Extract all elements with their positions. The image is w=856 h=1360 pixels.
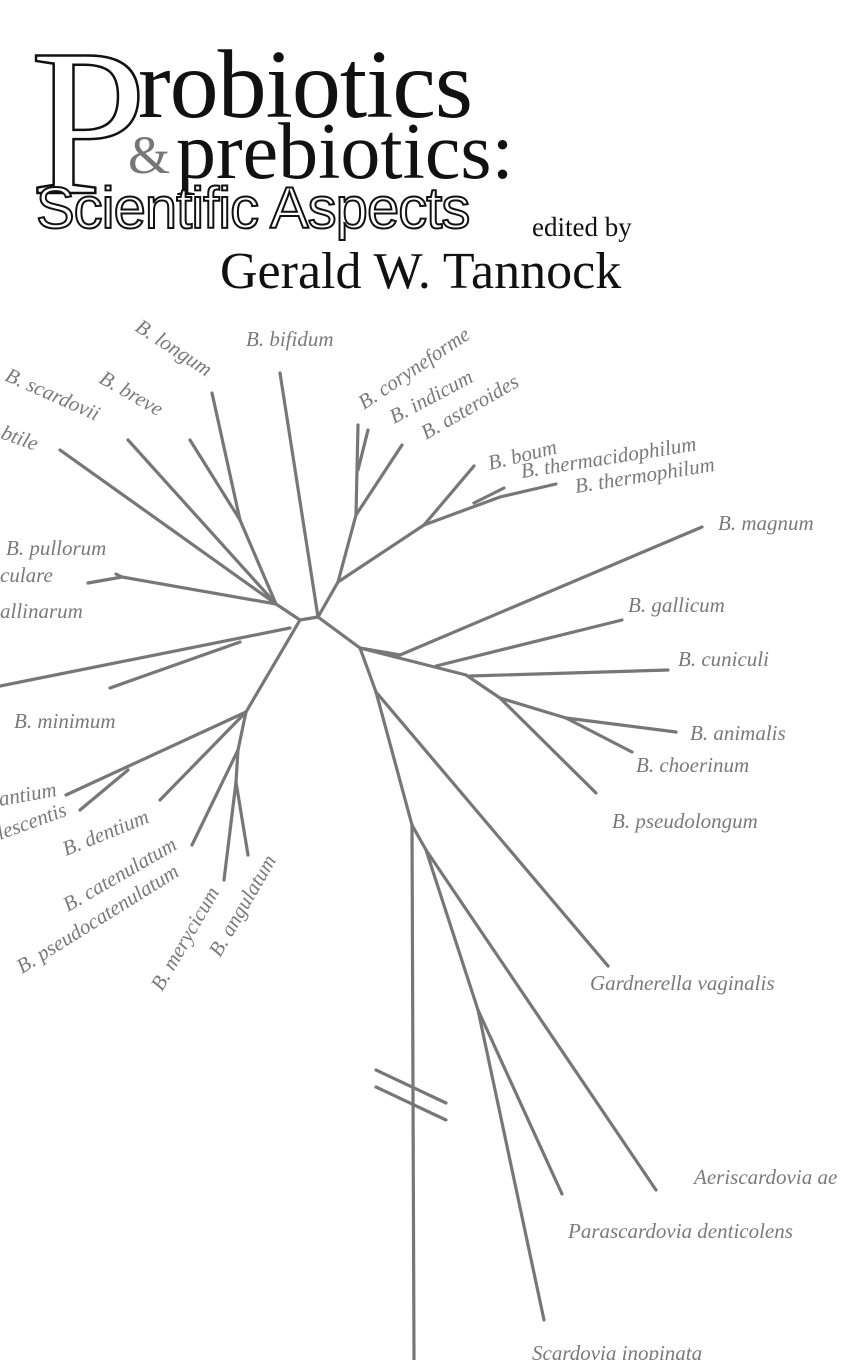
branch bbox=[0, 626, 292, 688]
tree-branches bbox=[0, 371, 704, 1360]
tree-label: btile bbox=[0, 420, 42, 455]
branch bbox=[114, 572, 124, 579]
editor-name: Gerald W. Tannock bbox=[220, 243, 622, 300]
branch bbox=[78, 768, 130, 812]
branch bbox=[126, 438, 278, 606]
branch bbox=[210, 391, 242, 522]
branch bbox=[422, 464, 476, 527]
branch-break-mark bbox=[374, 1068, 448, 1105]
branch bbox=[108, 640, 242, 690]
branch bbox=[476, 1008, 564, 1196]
branch bbox=[238, 518, 278, 606]
tree-label: B. pseudolongum bbox=[612, 809, 758, 833]
branch bbox=[398, 525, 704, 657]
tree-label: B. magnum bbox=[718, 511, 814, 535]
tree-label: B. choerinum bbox=[636, 753, 749, 777]
tree-label: Parascardovia denticolens bbox=[567, 1219, 793, 1243]
branch bbox=[234, 780, 250, 857]
title-initial: P bbox=[29, 7, 148, 239]
branch bbox=[564, 716, 678, 734]
branch bbox=[336, 523, 426, 584]
branch bbox=[358, 646, 378, 694]
tree-label: B. gallicum bbox=[628, 593, 725, 617]
branch bbox=[120, 575, 278, 606]
branch bbox=[472, 486, 506, 505]
branch bbox=[356, 428, 370, 472]
branch bbox=[410, 823, 428, 852]
branch bbox=[336, 513, 358, 584]
edited-by-label: edited by bbox=[532, 212, 632, 242]
branch bbox=[58, 448, 278, 606]
branch bbox=[316, 580, 340, 619]
branch bbox=[158, 710, 248, 802]
branch bbox=[236, 710, 248, 752]
branch bbox=[476, 1008, 546, 1322]
branch bbox=[316, 615, 362, 650]
branch bbox=[374, 690, 610, 968]
tree-label: B. breve bbox=[96, 366, 168, 421]
title-ampersand: & bbox=[128, 125, 171, 185]
branch-break-mark bbox=[374, 1085, 448, 1122]
branch bbox=[424, 848, 480, 1012]
branch bbox=[464, 673, 502, 700]
branch bbox=[354, 443, 404, 517]
branch bbox=[64, 710, 248, 797]
tree-label: Gardnerella vaginalis bbox=[590, 971, 775, 995]
tree-label: allinarum bbox=[0, 599, 83, 623]
branch bbox=[298, 615, 320, 622]
branch bbox=[374, 690, 414, 827]
branch bbox=[190, 748, 240, 847]
subtitle: Scientific Aspects bbox=[35, 176, 471, 241]
branch bbox=[86, 575, 124, 585]
tree-label: B. cuniculi bbox=[678, 647, 769, 671]
title-line-2: prebiotics: bbox=[176, 108, 514, 196]
branch bbox=[410, 823, 416, 1360]
tree-label: Aeriscardovia ae bbox=[692, 1165, 837, 1189]
title-line-1: robiotics bbox=[138, 31, 473, 139]
branch bbox=[564, 716, 634, 754]
tree-label: culare bbox=[0, 563, 53, 587]
branch bbox=[498, 696, 568, 720]
branch bbox=[498, 482, 558, 499]
branch bbox=[434, 618, 624, 668]
tree-label: B. animalis bbox=[690, 721, 786, 745]
branch bbox=[188, 438, 242, 522]
tree-label: B. scardovii bbox=[2, 363, 104, 426]
branch bbox=[358, 646, 468, 677]
tree-label: B. minimum bbox=[14, 709, 116, 733]
tree-label: B. bifidum bbox=[246, 327, 334, 351]
branch bbox=[222, 780, 238, 882]
branch bbox=[422, 495, 502, 527]
tree-label: B. longum bbox=[131, 314, 216, 381]
tree-label: Scardovia inopinata bbox=[532, 1341, 702, 1360]
tree-label: B. pullorum bbox=[6, 536, 106, 560]
branch bbox=[424, 848, 658, 1192]
branch bbox=[278, 371, 320, 619]
branch bbox=[274, 602, 302, 622]
branch bbox=[468, 668, 670, 678]
branch bbox=[234, 748, 240, 784]
branch bbox=[498, 696, 598, 795]
branch bbox=[244, 618, 302, 714]
